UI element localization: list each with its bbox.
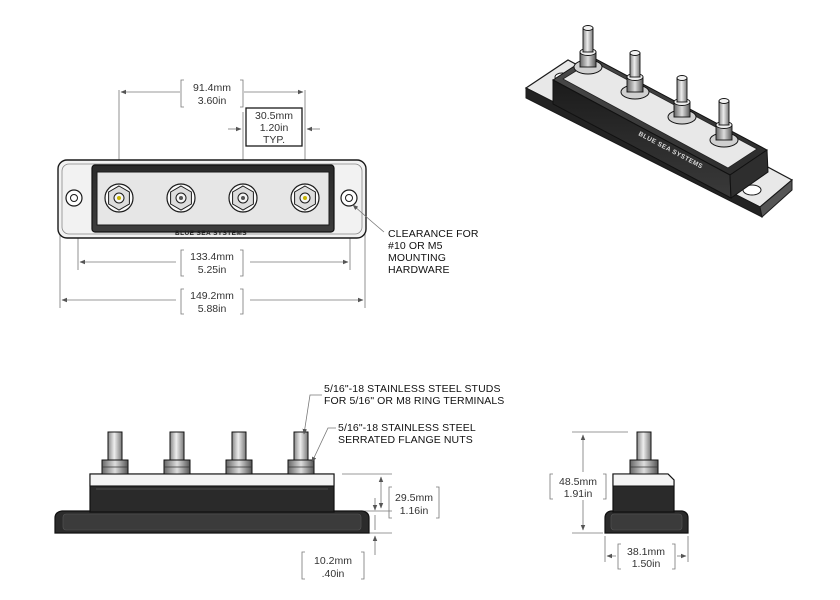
top-brand-label: BLUE SEA SYSTEMS <box>175 230 247 237</box>
front-stud-icon <box>163 431 191 475</box>
svg-text:48.5mm: 48.5mm <box>559 476 597 488</box>
svg-text:HARDWARE: HARDWARE <box>388 264 450 276</box>
side-stud-icon <box>629 431 659 475</box>
mounting-hole-icon <box>65 189 83 207</box>
front-view: 5/16"-18 STAINLESS STEEL STUDS FOR 5/16"… <box>54 383 504 580</box>
svg-text:CLEARANCE FOR: CLEARANCE FOR <box>388 228 479 240</box>
dim-width: 38.1mm 1.50in <box>606 543 687 570</box>
stud-nut-icon <box>166 183 196 213</box>
dim-overall-height: 48.5mm 1.91in <box>549 434 607 531</box>
dim-housing-height: 29.5mm 1.16in <box>378 476 440 519</box>
svg-text:1.50in: 1.50in <box>632 558 661 570</box>
iso-stud-icon <box>573 25 603 75</box>
dim-overall-length: 149.2mm 5.88in <box>61 288 364 315</box>
top-terminal-plate <box>96 171 330 226</box>
front-stud-icon <box>101 431 129 475</box>
svg-text:TYP.: TYP. <box>263 134 285 146</box>
mounting-hole-icon <box>340 189 358 207</box>
svg-text:FOR 5/16" OR M8 RING TERMINALS: FOR 5/16" OR M8 RING TERMINALS <box>324 395 504 407</box>
svg-text:10.2mm: 10.2mm <box>314 555 352 567</box>
iso-stud-icon <box>709 98 739 148</box>
svg-text:SERRATED FLANGE NUTS: SERRATED FLANGE NUTS <box>338 434 473 446</box>
dim-stud-pitch: 30.5mm 1.20in TYP. <box>228 107 320 147</box>
svg-text:91.4mm: 91.4mm <box>193 82 231 94</box>
dim-center-span: 91.4mm 3.60in <box>120 79 304 108</box>
stud-note: 5/16"-18 STAINLESS STEEL STUDS FOR 5/16"… <box>302 383 504 435</box>
svg-text:1.16in: 1.16in <box>400 505 429 517</box>
svg-text:5/16"-18 STAINLESS STEEL STUDS: 5/16"-18 STAINLESS STEEL STUDS <box>324 383 501 395</box>
dim-base-length: 133.4mm 5.25in <box>79 249 349 277</box>
front-stud-icon <box>287 431 315 475</box>
isometric-view: BLUE SEA SYSTEMS <box>524 25 794 218</box>
stud-nut-icon <box>228 183 258 213</box>
svg-text:.40in: .40in <box>322 568 345 580</box>
front-stud-icon <box>225 431 253 475</box>
top-view: BLUE SEA SYSTEMS <box>57 79 479 315</box>
nut-note: 5/16"-18 STAINLESS STEEL SERRATED FLANGE… <box>311 422 476 463</box>
svg-text:#10 OR M5: #10 OR M5 <box>388 240 443 252</box>
svg-text:149.2mm: 149.2mm <box>190 290 234 302</box>
side-view: 48.5mm 1.91in 38.1mm 1.50in <box>549 431 689 570</box>
iso-stud-icon <box>667 75 697 125</box>
svg-text:MOUNTING: MOUNTING <box>388 252 446 264</box>
svg-text:3.60in: 3.60in <box>198 95 227 107</box>
svg-text:5.25in: 5.25in <box>198 264 227 276</box>
clearance-note: CLEARANCE FOR #10 OR M5 MOUNTING HARDWAR… <box>352 204 479 276</box>
iso-stud-icon <box>620 50 650 100</box>
svg-text:133.4mm: 133.4mm <box>190 251 234 263</box>
svg-text:5/16"-18 STAINLESS STEEL: 5/16"-18 STAINLESS STEEL <box>338 422 476 434</box>
svg-text:38.1mm: 38.1mm <box>627 546 665 558</box>
svg-text:30.5mm: 30.5mm <box>255 110 293 122</box>
svg-text:29.5mm: 29.5mm <box>395 492 433 504</box>
svg-text:5.88in: 5.88in <box>198 303 227 315</box>
stud-nut-icon <box>104 183 134 213</box>
svg-text:1.91in: 1.91in <box>564 488 593 500</box>
dim-base-height: 10.2mm .40in <box>301 498 378 580</box>
svg-text:1.20in: 1.20in <box>260 122 289 134</box>
stud-nut-icon <box>290 183 320 213</box>
